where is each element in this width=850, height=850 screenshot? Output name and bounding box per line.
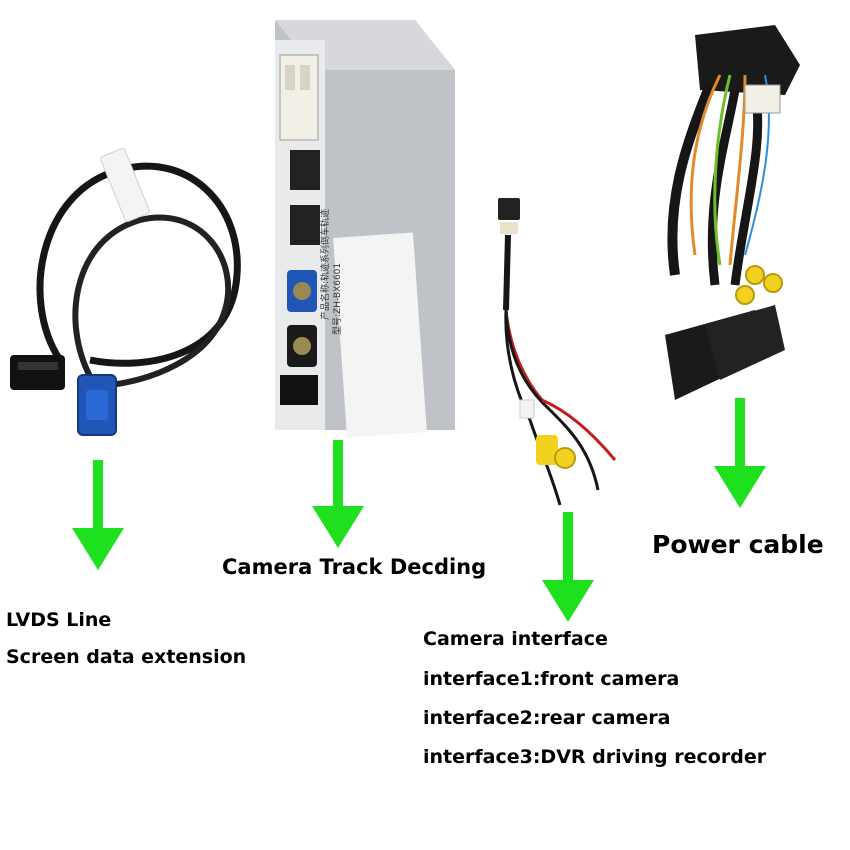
- arrow-down-icon: [312, 440, 364, 548]
- camera-interface-line-3: interface3:DVR driving recorder: [423, 746, 767, 768]
- decoder-box-photo: [275, 20, 455, 438]
- camera-interface-harness-photo: [498, 198, 617, 506]
- arrow-down-icon: [714, 398, 766, 508]
- camera-interface-line-2: interface2:rear camera: [423, 707, 671, 729]
- lvds-subtitle: Screen data extension: [6, 646, 247, 668]
- lvds-title: LVDS Line: [6, 609, 112, 631]
- camera-interface-title: Camera interface: [423, 628, 608, 650]
- device-label-text-2: 型号:ZH-BX6601: [333, 262, 343, 335]
- camera-interface-line-1: interface1:front camera: [423, 668, 680, 690]
- lvds-cable-photo: [10, 148, 241, 436]
- arrow-down-icon: [542, 512, 594, 622]
- decoder-label: Camera Track Decding: [222, 555, 487, 579]
- arrow-down-icon: [72, 460, 124, 570]
- power-cable-harness-photo: [665, 25, 800, 400]
- power-cable-label: Power cable: [652, 530, 824, 559]
